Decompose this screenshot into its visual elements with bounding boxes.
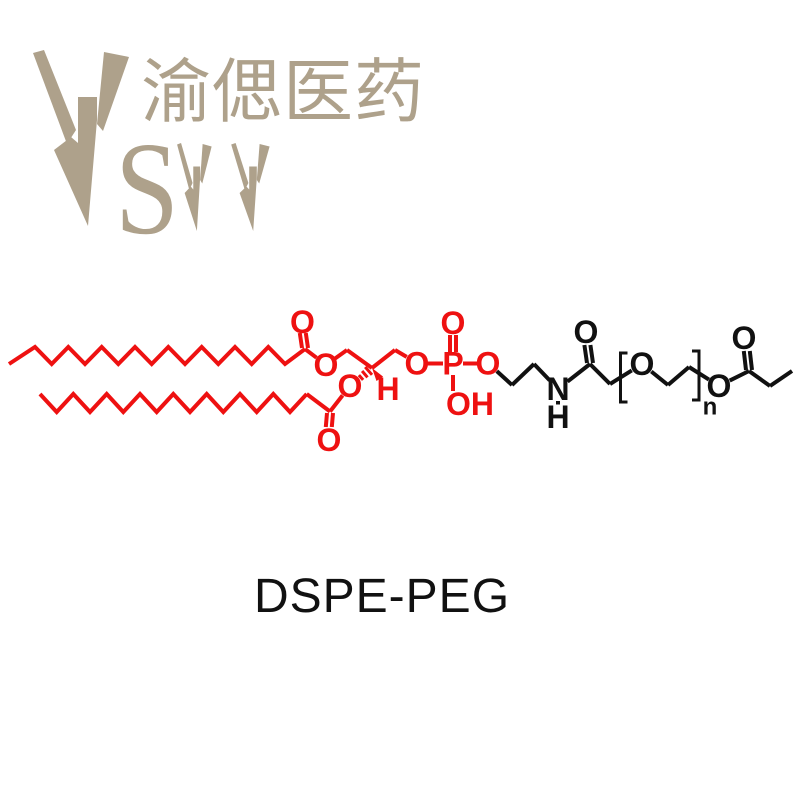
atom-label-o-carbonyl-bottom: O [317, 422, 342, 458]
brand-logo: 渝偲医药 S [33, 50, 425, 262]
hashed-wedge-bond [354, 366, 374, 384]
atom-label-o-ester-top: O [314, 347, 339, 383]
atom-label-o-peg-repeat: O [630, 346, 655, 382]
atom-label-o-phosphate-top: O [441, 305, 466, 341]
alkyl-chain-bottom [38, 391, 309, 415]
atom-label-p-phosphorus: P [442, 346, 463, 382]
atom-label-o-phosphate-right: O [476, 346, 501, 382]
atom-label-h-stereo: H [376, 371, 399, 407]
atom-label-h-amide: H [546, 399, 569, 435]
logo-small-v-icon [231, 143, 270, 231]
alkyl-chain-top [7, 344, 307, 367]
brand-letter-s: S [115, 114, 179, 262]
logo-small-v-icon [177, 143, 212, 231]
atom-label-o-ester-right: O [732, 320, 757, 356]
solid-wedge-bond [372, 368, 384, 381]
atom-label-n-subscript: n [703, 394, 718, 421]
atom-label-oh: OH [446, 386, 494, 422]
atom-label-o-ester-bottom: O [338, 368, 363, 404]
polymer-bracket-open [619, 351, 628, 404]
atom-label-o-phosphate-left: O [405, 346, 430, 382]
dspe-structure [7, 332, 478, 428]
brand-name-cn: 渝偲医药 [141, 55, 425, 132]
atom-label-o-carbonyl-top: O [290, 304, 315, 340]
compound-name: DSPE-PEG [254, 570, 510, 623]
atom-label-n-amide: N [546, 371, 569, 407]
peg-structure [495, 344, 794, 405]
atom-label-o-peg-end: O [707, 368, 732, 404]
atom-label-o-amide-carbonyl: O [574, 314, 599, 350]
polymer-bracket-close [692, 349, 701, 402]
